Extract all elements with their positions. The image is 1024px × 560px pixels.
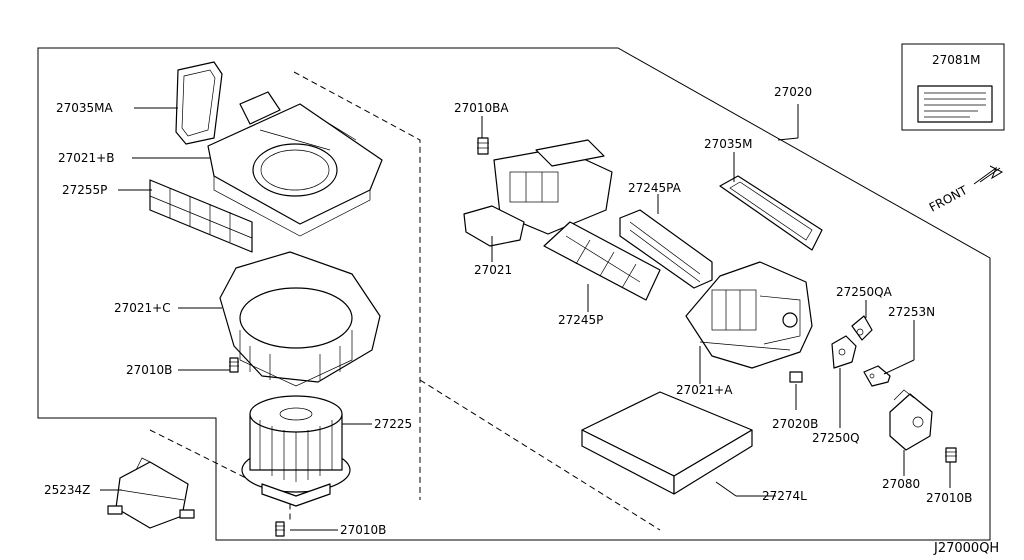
motor-actuator-27080 <box>889 389 933 451</box>
label-27250q: 27250Q <box>812 431 860 445</box>
link-27253n <box>863 365 891 387</box>
lower-case-27021c <box>219 251 381 387</box>
screw-27010b-right <box>945 447 957 463</box>
label-27245pa: 27245PA <box>628 181 682 195</box>
label-27035m: 27035M <box>704 137 753 151</box>
label-27081m: 27081M <box>932 53 981 67</box>
label-27020b: 27020B <box>772 417 818 431</box>
screw-27010ba <box>477 137 489 155</box>
blower-motor-27225 <box>241 395 351 507</box>
leader-lines <box>100 104 951 531</box>
case-27021 <box>463 139 613 247</box>
label-27245p: 27245P <box>558 313 603 327</box>
label-27010b-bottom: 27010B <box>340 523 386 537</box>
actuator-27250q <box>831 335 857 369</box>
label-27021b: 27021+B <box>58 151 114 165</box>
label-27010b-left: 27010B <box>126 363 172 377</box>
front-arrow-icon <box>973 165 1004 185</box>
label-frame <box>901 43 1005 131</box>
seal-27035ma <box>175 61 223 145</box>
label-27253n: 27253N <box>888 305 935 319</box>
label-25234z: 25234Z <box>44 483 90 497</box>
resistor-25234z <box>107 457 195 529</box>
evaporator-27274l <box>581 391 753 495</box>
diagram-code: J27000QH <box>933 541 999 556</box>
screw-27010b-bottom <box>275 521 285 537</box>
label-27021a: 27021+A <box>676 383 733 397</box>
label-27255p: 27255P <box>62 183 107 197</box>
resistor-dashed-boundary <box>149 429 291 520</box>
label-27010b-right: 27010B <box>926 491 972 505</box>
seal-27035m <box>719 175 823 251</box>
label-27035ma: 27035MA <box>56 101 114 115</box>
label-27225: 27225 <box>374 417 412 431</box>
label-27250qa: 27250QA <box>836 285 893 299</box>
label-27274l: 27274L <box>762 489 807 503</box>
heater-case-27021a <box>685 261 813 369</box>
assembly-boundary <box>37 47 991 541</box>
filter-27245p <box>543 221 661 301</box>
label-27080: 27080 <box>882 477 920 491</box>
label-front: FRONT <box>927 183 970 215</box>
actuator-27250qa <box>851 315 873 341</box>
clip-27020b <box>789 371 803 383</box>
label-27021c: 27021+C <box>114 301 171 315</box>
filter-27245pa <box>619 209 713 289</box>
label-27020: 27020 <box>774 85 812 99</box>
filter-27255p <box>149 179 253 253</box>
upper-case-27021b <box>207 91 383 237</box>
caution-label-icon <box>917 85 993 123</box>
label-27021: 27021 <box>474 263 512 277</box>
label-27010ba: 27010BA <box>454 101 509 115</box>
heater-unit-dashed-boundary <box>419 379 661 531</box>
screw-27010b-left <box>229 357 239 373</box>
